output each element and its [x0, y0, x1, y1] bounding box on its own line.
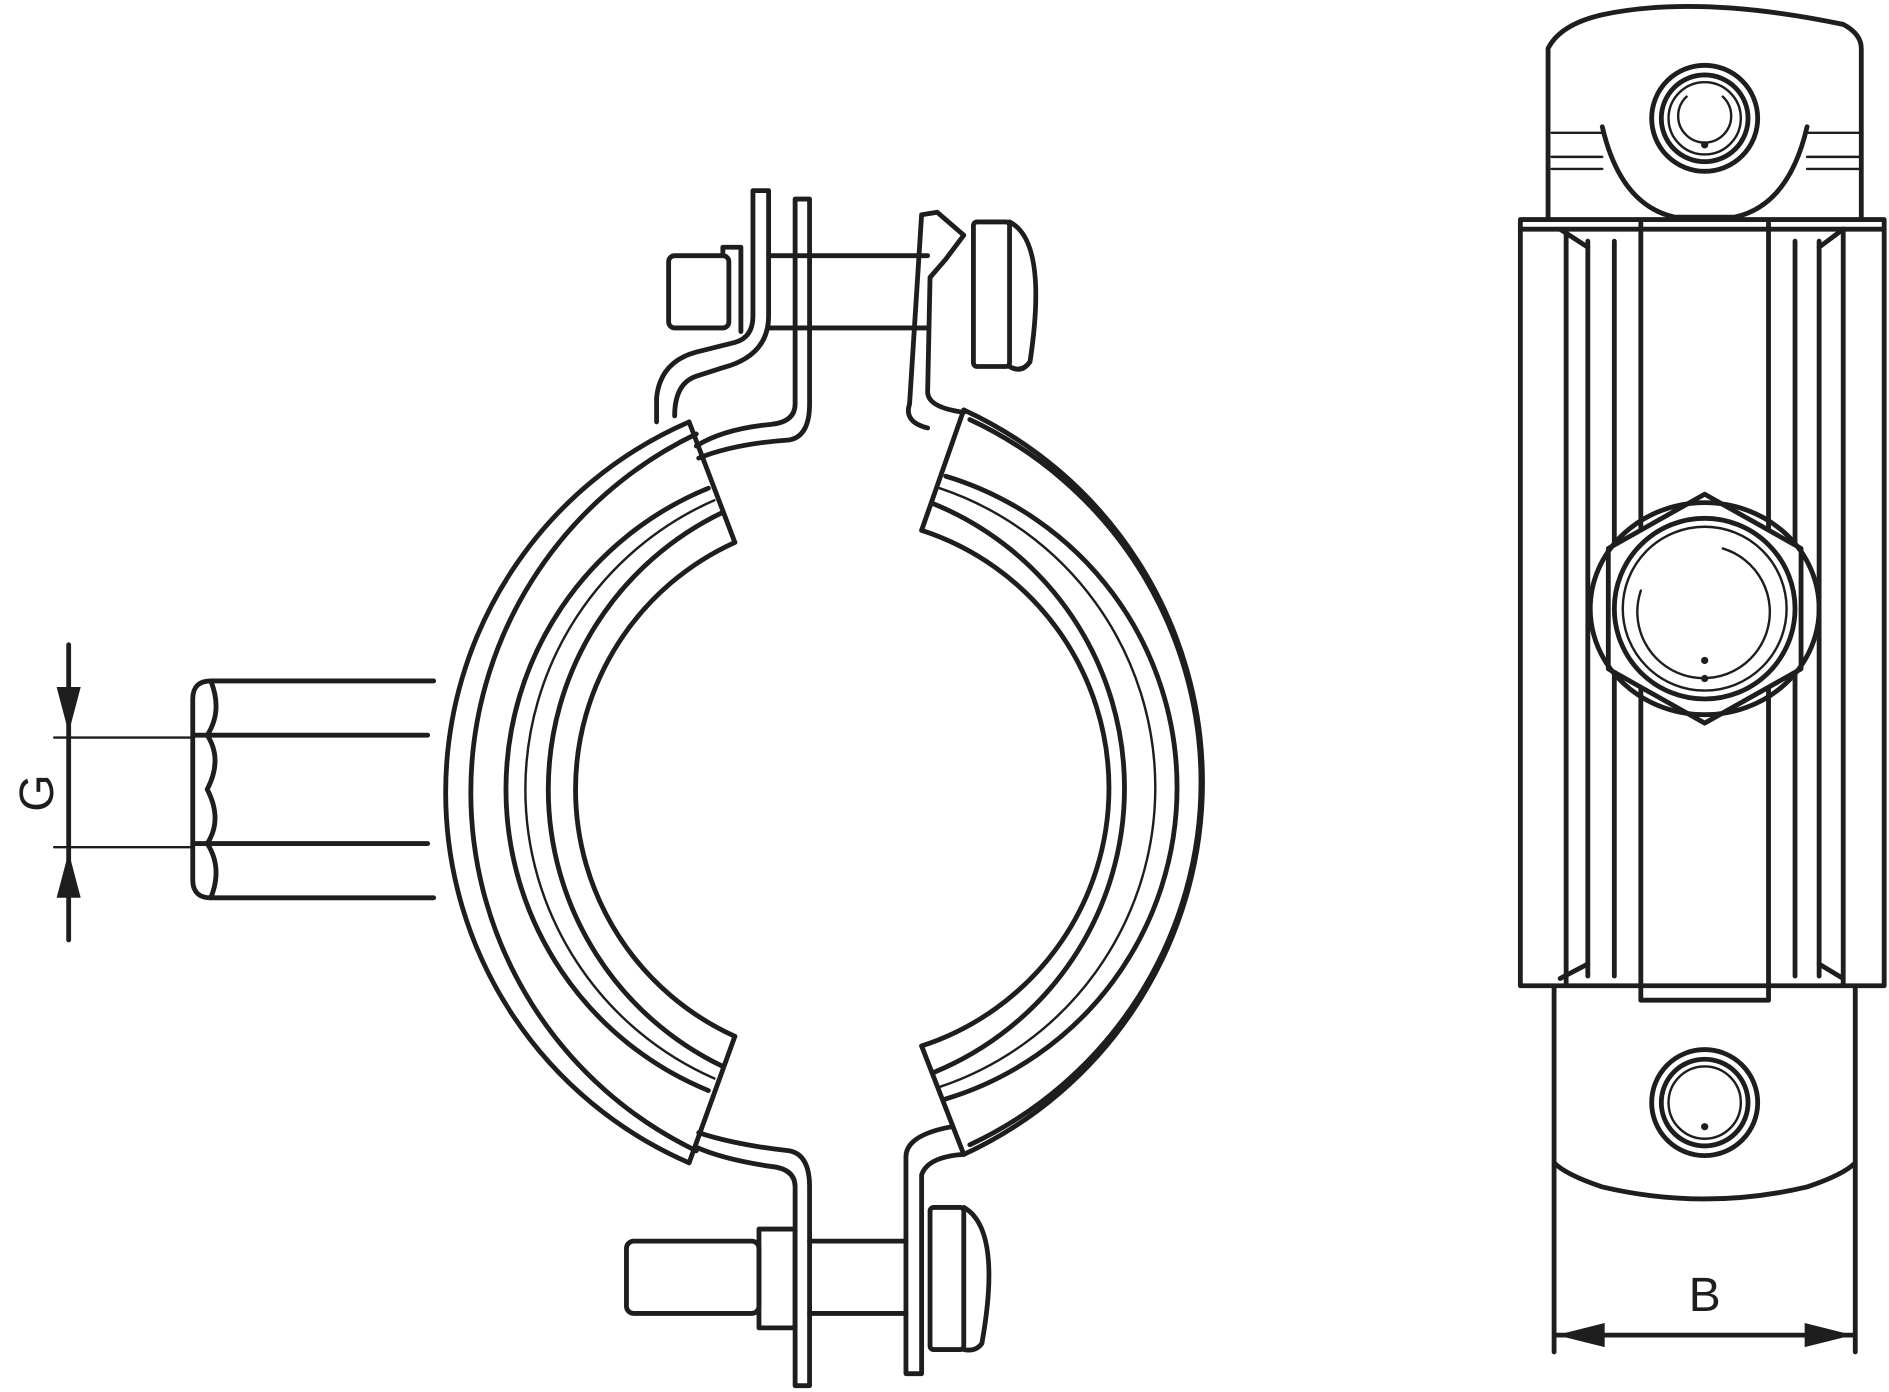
bottom-screw-assembly	[624, 1124, 992, 1389]
front-view: G	[10, 188, 1205, 1389]
top-mounting-ear	[1545, 4, 1864, 220]
dimension-g-label: G	[10, 774, 64, 811]
bottom-mounting-ear	[1551, 985, 1858, 1202]
top-screw-assembly	[654, 188, 1039, 461]
dimension-b-label: B	[1689, 1268, 1721, 1322]
dimension-g: G	[10, 642, 194, 943]
dimension-b: B	[1551, 1160, 1858, 1355]
clamp-outer-band	[443, 407, 1205, 1166]
threaded-boss	[190, 678, 437, 901]
hex-nut	[1587, 491, 1822, 726]
rubber-insert	[503, 407, 1180, 1166]
side-view: B	[1517, 4, 1887, 1355]
